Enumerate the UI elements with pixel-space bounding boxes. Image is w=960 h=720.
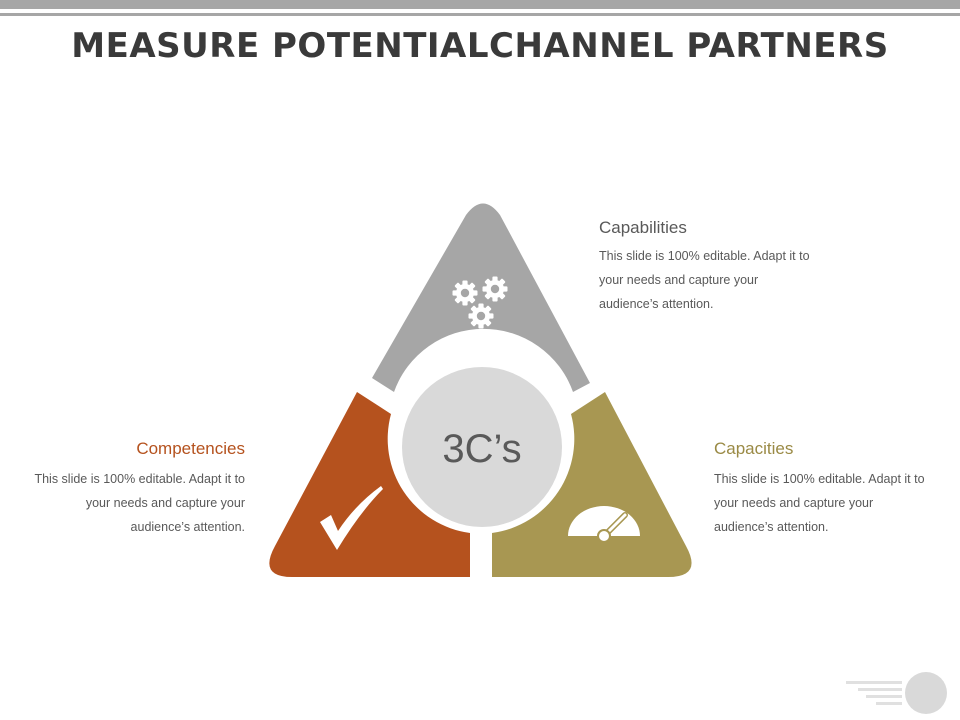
capacities-description: This slide is 100% editable. Adapt it to… bbox=[714, 472, 925, 534]
competencies-heading: Competencies bbox=[136, 439, 245, 458]
capabilities-heading: Capabilities bbox=[599, 218, 687, 237]
center-circle bbox=[402, 367, 562, 527]
segment-competencies bbox=[269, 392, 470, 577]
segment-capabilities bbox=[372, 203, 590, 392]
checkmark-icon bbox=[320, 486, 383, 550]
top-bar-thin bbox=[0, 13, 960, 16]
speedometer-icon bbox=[568, 506, 640, 543]
center-label: 3C’s bbox=[442, 427, 521, 471]
capacities-heading: Capacities bbox=[714, 439, 794, 458]
footer-decoration bbox=[846, 672, 947, 714]
competencies-description: This slide is 100% editable. Adapt it to… bbox=[34, 472, 245, 534]
segment-capacities bbox=[492, 392, 692, 577]
capabilities-description: This slide is 100% editable. Adapt it to… bbox=[599, 249, 810, 311]
top-bar-thick bbox=[0, 0, 960, 9]
slide-title: MEASURE POTENTIALCHANNEL PARTNERS bbox=[71, 26, 889, 66]
